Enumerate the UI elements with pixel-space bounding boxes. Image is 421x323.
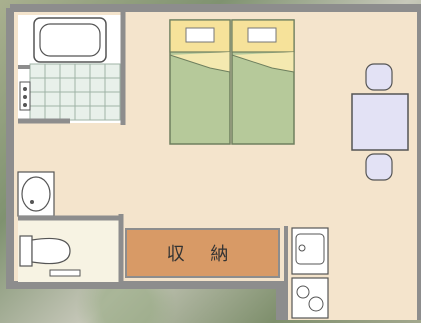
toilet-wall: [18, 214, 124, 285]
dining-table-icon: [351, 63, 409, 181]
washbasin-icon: [17, 171, 55, 217]
stove-icon: [291, 277, 329, 319]
tile-grid: [29, 63, 121, 121]
shower-icon: [19, 81, 31, 111]
bathtub-icon: [33, 17, 107, 63]
bathroom-wall: [18, 8, 126, 125]
toilet-icon: [19, 235, 81, 277]
bed-right: [231, 19, 295, 145]
bed-left: [169, 19, 231, 145]
kitchen-sink-icon: [291, 227, 329, 275]
storage-label: 収 納: [166, 244, 239, 265]
outer-wall: [6, 4, 421, 320]
storage-closet: [125, 228, 280, 278]
